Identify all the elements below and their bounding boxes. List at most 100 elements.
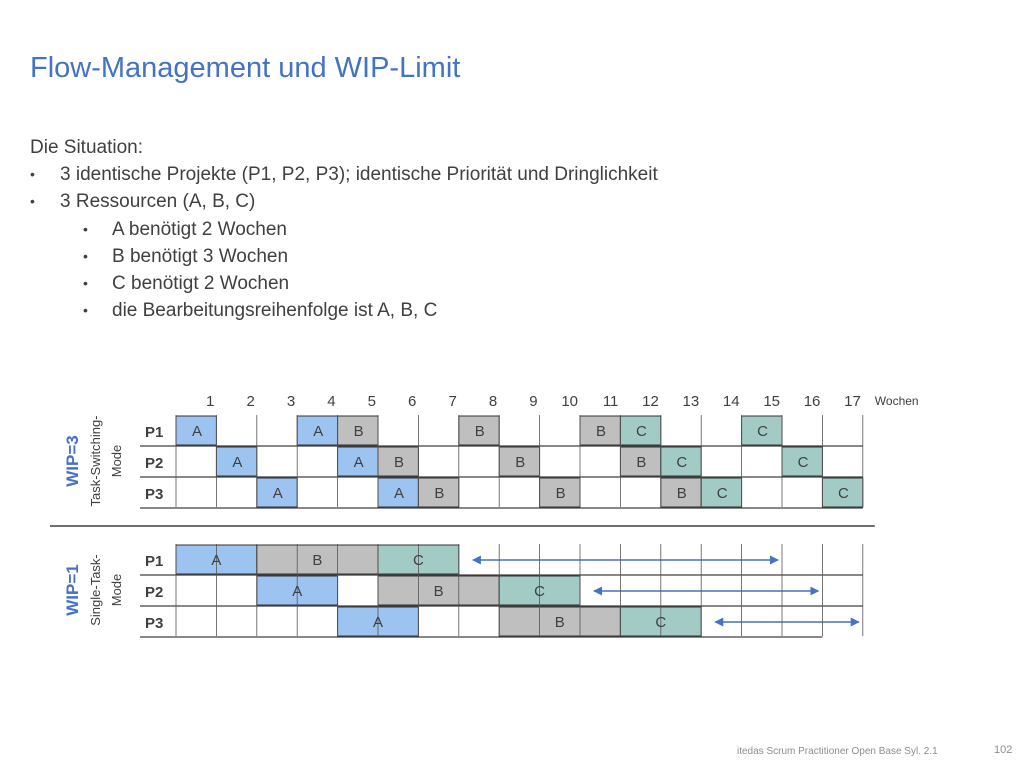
task-cell-b	[417, 477, 460, 508]
task-cell-label: A	[354, 454, 364, 471]
task-cell-label: B	[636, 454, 646, 471]
task-cell-c	[781, 446, 823, 477]
task-cell-label: A	[394, 485, 404, 502]
task-cell-label: B	[556, 485, 566, 502]
task-cell-c	[700, 477, 743, 508]
sub-bullet-text: B benötigt 3 Wochen	[112, 245, 289, 267]
task-cell-b	[377, 446, 419, 477]
task-cell-a	[337, 446, 379, 477]
task-block-label: A	[292, 583, 302, 600]
task-cell-label: C	[717, 485, 728, 502]
sub-bullet-item: • C benötigt 2 Wochen	[30, 270, 658, 297]
task-cell-label: C	[636, 423, 647, 440]
task-cell-b	[579, 415, 621, 446]
task-cell-a	[377, 477, 419, 508]
project-row-label: P2	[145, 455, 163, 472]
task-block-label: C	[655, 614, 666, 631]
mode-label: Single-Task-	[88, 554, 103, 626]
sub-bullet-text: die Bearbeitungsreihenfolge ist A, B, C	[112, 300, 438, 322]
footer-text: itedas Scrum Practitioner Open Base Syl.…	[737, 746, 938, 757]
task-cell-label: C	[838, 485, 849, 502]
sub-bullet-item: • B benötigt 3 Wochen	[30, 243, 658, 270]
week-number-label: 12	[642, 393, 659, 410]
sub-bullet-item: • die Bearbeitungsreihenfolge ist A, B, C	[30, 297, 658, 324]
project-row-label: P1	[145, 424, 163, 441]
bullet-item: • 3 identische Projekte (P1, P2, P3); ide…	[30, 161, 658, 188]
week-number-label: 4	[327, 393, 335, 410]
sub-bullet-item: • A benötigt 2 Wochen	[30, 216, 658, 243]
task-block-label: A	[211, 552, 221, 569]
task-cell-label: B	[394, 454, 404, 471]
wip-limit-label: WIP=3	[63, 435, 82, 487]
task-block-label: B	[434, 583, 444, 600]
project-row-label: P2	[145, 584, 163, 601]
task-block-b	[377, 575, 500, 606]
weeks-unit-label: Wochen	[875, 394, 919, 408]
week-number-label: 17	[844, 393, 861, 410]
task-block-label: C	[534, 583, 545, 600]
week-number-label: 2	[246, 393, 254, 410]
task-cell-label: B	[434, 485, 444, 502]
week-number-label: 7	[448, 393, 456, 410]
task-cell-label: A	[273, 485, 283, 502]
bullet-text: 3 Ressourcen (A, B, C)	[60, 191, 256, 213]
task-cell-label: C	[757, 423, 768, 440]
task-cell-label: A	[192, 423, 202, 440]
week-number-label: 3	[287, 393, 295, 410]
situation-heading: Die Situation:	[30, 137, 144, 158]
task-cell-label: B	[677, 485, 687, 502]
task-cell-c	[660, 446, 702, 477]
week-number-label: 13	[683, 393, 700, 410]
task-cell-label: B	[515, 454, 525, 471]
sub-bullet-text: C benötigt 2 Wochen	[112, 272, 290, 294]
task-block-label: B	[312, 552, 322, 569]
week-number-label: 9	[529, 393, 537, 410]
task-cell-a	[256, 477, 298, 508]
mode-label: Mode	[109, 445, 124, 478]
project-row-label: P1	[145, 553, 163, 570]
task-cell-label: B	[354, 423, 364, 440]
task-cell-b	[619, 446, 662, 477]
week-number-label: 14	[723, 393, 740, 410]
week-number-label: 1	[206, 393, 214, 410]
task-cell-label: C	[676, 454, 687, 471]
task-cell-c	[741, 415, 783, 446]
project-row-label: P3	[145, 486, 163, 503]
task-cell-label: B	[596, 423, 606, 440]
slide-title: Flow-Management und WIP-Limit	[30, 52, 461, 84]
task-cell-label: A	[232, 454, 242, 471]
bullet-glyph: •	[83, 247, 88, 264]
week-number-label: 10	[561, 393, 578, 410]
week-number-label: 5	[368, 393, 376, 410]
sub-bullet-text: A benötigt 2 Wochen	[112, 218, 287, 240]
mode-label: Task-Switching-	[88, 415, 103, 506]
bullet-item: • 3 Ressourcen (A, B, C)	[30, 188, 658, 215]
week-number-label: 6	[408, 393, 416, 410]
week-number-label: 11	[603, 393, 619, 410]
task-cell-label: A	[313, 423, 323, 440]
week-number-label: 15	[763, 393, 780, 410]
bullet-glyph: •	[30, 193, 35, 210]
task-cell-c	[619, 415, 662, 446]
page-number: 102	[994, 744, 1013, 756]
wip-limit-label: WIP=1	[63, 564, 82, 616]
bullet-glyph: •	[83, 274, 88, 291]
task-block-b	[498, 606, 621, 637]
task-block-label: C	[413, 552, 424, 569]
task-block-label: B	[555, 614, 565, 631]
project-row-label: P3	[145, 615, 163, 632]
situation-text: Die Situation: • 3 identische Projekte (P…	[30, 134, 658, 324]
task-cell-c	[821, 477, 864, 508]
mode-label: Mode	[109, 574, 124, 607]
task-cell-label: B	[475, 423, 485, 440]
bullet-glyph: •	[30, 166, 35, 183]
week-number-label: 16	[804, 393, 821, 410]
week-number-label: 8	[489, 393, 497, 410]
bullet-glyph: •	[83, 302, 88, 319]
task-block-b	[256, 544, 379, 575]
bullet-glyph: •	[83, 220, 88, 237]
task-cell-label: C	[798, 454, 809, 471]
task-block-label: A	[373, 614, 383, 631]
bullet-text: 3 identische Projekte (P1, P2, P3); iden…	[60, 164, 658, 186]
